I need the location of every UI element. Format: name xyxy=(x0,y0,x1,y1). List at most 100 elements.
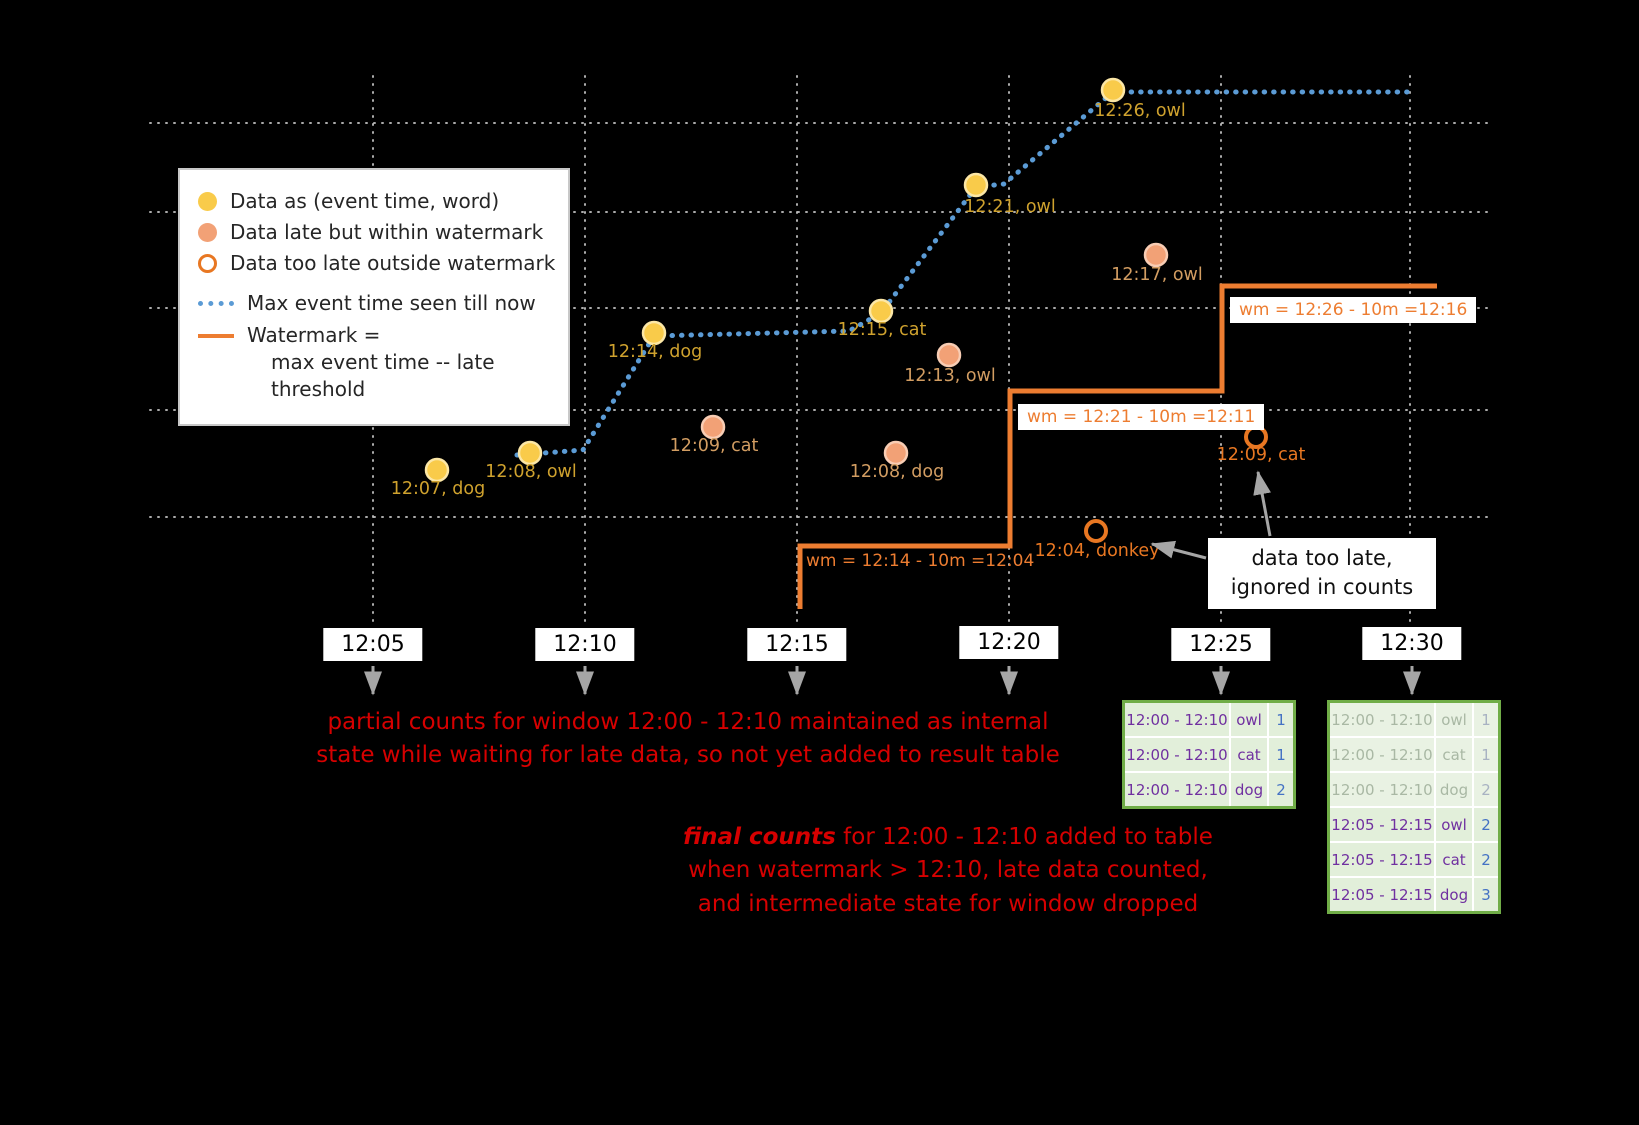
data-point-on-time xyxy=(1100,77,1126,103)
watermark-label-3: wm = 12:26 - 10m =12:16 xyxy=(1230,297,1477,323)
on-time-point-icon xyxy=(198,191,217,211)
table-cell-word: dog xyxy=(1436,878,1472,911)
data-point-label: 12:14, dog xyxy=(608,342,702,362)
max-event-time-line xyxy=(514,89,1418,458)
solid-line-icon xyxy=(198,334,234,338)
table-cell-count: 2 xyxy=(1474,773,1498,806)
watermark-line xyxy=(797,283,1437,609)
data-point-on-time xyxy=(963,172,989,198)
data-point-too-late xyxy=(1084,519,1108,543)
legend-item-on-time: Data as (event time, word) xyxy=(198,189,556,213)
legend-label: Data late but within watermark xyxy=(230,220,544,244)
table-cell-word: cat xyxy=(1436,738,1472,771)
too-late-point-icon xyxy=(198,253,217,273)
note-arrow-icon xyxy=(1253,470,1272,537)
table-cell-window: 12:05 - 12:15 xyxy=(1330,808,1434,841)
too-late-note-line2: ignored in counts xyxy=(1230,575,1414,600)
data-point-label: 12:08, dog xyxy=(850,462,944,482)
data-point-too-late xyxy=(1244,425,1268,449)
too-late-note: data too late, ignored in counts xyxy=(1208,538,1436,609)
tick-arrows xyxy=(364,666,1421,696)
too-late-points: 12:04, donkey 12:09, cat xyxy=(1034,425,1306,561)
note-arrows xyxy=(1150,470,1272,560)
legend-label: Max event time seen till now xyxy=(247,291,536,315)
legend: Data as (event time, word) Data late but… xyxy=(178,168,570,426)
table-cell-word: owl xyxy=(1436,808,1472,841)
table-cell-window: 12:00 - 12:10 xyxy=(1125,773,1229,806)
final-counts-line2: when watermark > 12:10, late data counte… xyxy=(688,857,1208,884)
table-cell-count: 2 xyxy=(1269,773,1293,806)
table-cell-count: 1 xyxy=(1474,738,1498,771)
final-counts-rest: for 12:00 - 12:10 added to table xyxy=(835,824,1213,850)
tick-label-1205: 12:05 xyxy=(323,628,423,661)
table-cell-count: 3 xyxy=(1474,878,1498,911)
table-cell-word: cat xyxy=(1231,738,1267,771)
final-counts-annotation: final counts for 12:00 - 12:10 added to … xyxy=(598,821,1298,921)
data-point-on-time xyxy=(517,440,543,466)
tick-label-1230: 12:30 xyxy=(1362,627,1462,660)
table-cell-word: owl xyxy=(1231,703,1267,736)
tick-label-1210: 12:10 xyxy=(535,628,635,661)
table-cell-word: owl xyxy=(1436,703,1472,736)
watermark-label-2: wm = 12:21 - 10m =12:11 xyxy=(1018,404,1265,430)
final-counts-emphasis: final counts xyxy=(683,824,836,850)
legend-item-watermark: Watermark = max event time -- late thres… xyxy=(198,322,556,403)
table-cell-count: 1 xyxy=(1474,703,1498,736)
data-point-label: 12:15, cat xyxy=(838,320,927,340)
data-point-late xyxy=(936,342,962,368)
tick-label-1225: 12:25 xyxy=(1171,628,1271,661)
late-within-points: 12:09, cat 12:08, dog 12:13, owl 12:17, … xyxy=(670,242,1203,482)
table-cell-count: 1 xyxy=(1269,738,1293,771)
data-point-label: 12:09, cat xyxy=(1217,445,1306,465)
watermark-label-1: wm = 12:14 - 10m =12:04 xyxy=(806,551,1035,571)
table-cell-count: 1 xyxy=(1269,703,1293,736)
legend-label: Data too late outside watermark xyxy=(230,251,556,275)
legend-label: Data as (event time, word) xyxy=(230,189,500,213)
too-late-note-line1: data too late, xyxy=(1251,546,1393,570)
data-point-label: 12:26, owl xyxy=(1094,101,1185,121)
data-point-late xyxy=(700,414,726,440)
late-point-icon xyxy=(198,222,217,242)
table-cell-window: 12:00 - 12:10 xyxy=(1125,703,1229,736)
data-point-on-time xyxy=(424,457,450,483)
note-arrow-icon xyxy=(1150,540,1207,560)
data-point-label: 12:04, donkey xyxy=(1034,541,1159,561)
data-point-label: 12:17, owl xyxy=(1111,265,1202,285)
table-cell-window: 12:00 - 12:10 xyxy=(1125,738,1229,771)
tick-label-1220: 12:20 xyxy=(959,626,1059,659)
data-point-late xyxy=(1143,242,1169,268)
table-cell-window: 12:00 - 12:10 xyxy=(1330,703,1434,736)
final-counts-line1: final counts for 12:00 - 12:10 added to … xyxy=(598,821,1298,854)
tick-label-1215: 12:15 xyxy=(747,628,847,661)
data-point-label: 12:09, cat xyxy=(670,436,759,456)
table-cell-word: cat xyxy=(1436,843,1472,876)
data-point-late xyxy=(883,440,909,466)
final-counts-line3: and intermediate state for window droppe… xyxy=(697,890,1199,917)
table-cell-count: 2 xyxy=(1474,808,1498,841)
table-cell-word: dog xyxy=(1231,773,1267,806)
on-time-points: 12:07, dog 12:08, owl 12:14, dog 12:15, … xyxy=(391,77,1186,499)
data-point-label: 12:08, owl xyxy=(485,462,576,482)
legend-label: Watermark = max event time -- late thres… xyxy=(247,322,556,403)
result-table-1225: 12:00 - 12:10 owl 1 12:00 - 12:10 cat 1 … xyxy=(1122,700,1296,809)
partial-counts-line2: state while waiting for late data, so no… xyxy=(316,742,1060,769)
dotted-line-icon xyxy=(198,300,234,306)
table-cell-window: 12:05 - 12:15 xyxy=(1330,878,1434,911)
data-point-label: 12:07, dog xyxy=(391,479,485,499)
table-cell-window: 12:00 - 12:10 xyxy=(1330,773,1434,806)
result-table-1230: 12:00 - 12:10 owl 1 12:00 - 12:10 cat 1 … xyxy=(1327,700,1501,914)
legend-watermark-line1: Watermark = xyxy=(247,323,381,347)
legend-item-max-event: Max event time seen till now xyxy=(198,291,556,315)
legend-watermark-line2: max event time -- late threshold xyxy=(271,350,495,401)
legend-item-too-late: Data too late outside watermark xyxy=(198,251,556,275)
legend-item-late: Data late but within watermark xyxy=(198,220,556,244)
data-point-label: 12:13, owl xyxy=(904,366,995,386)
data-point-on-time xyxy=(868,298,894,324)
partial-counts-line1: partial counts for window 12:00 - 12:10 … xyxy=(327,709,1049,735)
data-point-on-time xyxy=(641,320,667,346)
table-cell-window: 12:00 - 12:10 xyxy=(1330,738,1434,771)
partial-counts-annotation: partial counts for window 12:00 - 12:10 … xyxy=(288,706,1088,773)
table-cell-word: dog xyxy=(1436,773,1472,806)
